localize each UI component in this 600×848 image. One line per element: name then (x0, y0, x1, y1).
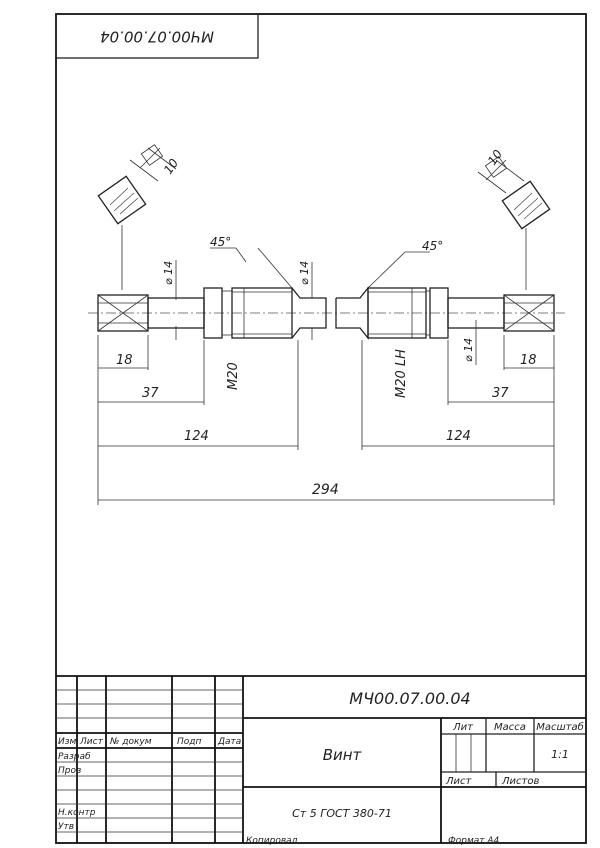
dim-diam-left: ⌀ 14 (162, 261, 175, 285)
dim-thread-left: M20 (226, 362, 241, 390)
title-block (56, 675, 586, 843)
dim-124-left: 124 (184, 429, 209, 444)
left-collar (203, 287, 223, 339)
dim-18-right: 18 (520, 353, 537, 368)
material: Ст 5 ГОСТ 380-71 (292, 807, 392, 820)
right-square-end (503, 294, 555, 332)
row-utv: Утв (58, 822, 74, 832)
copied-label: Копировал (246, 836, 298, 846)
row-nkontr: Н.контр (58, 808, 96, 818)
dim-chamfer-left: 45° (210, 235, 231, 249)
dim-square-left: 10 (161, 156, 181, 177)
col-scale: Масштаб (536, 721, 584, 733)
col-lit: Лит (452, 722, 474, 733)
right-section-view (477, 156, 551, 290)
format-label: Формат А4 (448, 836, 500, 846)
part-name: Винт (323, 746, 363, 764)
header-date: Дата (217, 737, 241, 747)
col-mass: Масса (494, 722, 526, 733)
sheets-label: Листов (501, 776, 539, 787)
designation: МЧ00.07.00.04 (349, 689, 470, 708)
row-razrab: Разраб (58, 752, 91, 762)
row-prov: Пров (58, 766, 81, 776)
dim-18-left: 18 (116, 353, 133, 368)
header-list: Лист (79, 737, 104, 747)
dimension-lines (97, 260, 555, 505)
dim-thread-right: M20 LH (394, 349, 409, 398)
header-izm: Изм (58, 737, 77, 747)
right-thread (367, 287, 427, 339)
left-thread (231, 287, 293, 339)
top-stamp-box (55, 13, 259, 59)
dim-124-right: 124 (446, 429, 471, 444)
dim-37-right: 37 (492, 386, 509, 401)
right-screw-half (335, 156, 555, 340)
top-stamp-text: МЧ00.07.00.04 (100, 28, 214, 46)
dim-diam-center: ⌀ 14 (298, 261, 311, 285)
outer-frame (55, 13, 587, 844)
left-section-view (97, 144, 177, 290)
scale-value: 1:1 (551, 748, 569, 761)
header-sign: Подп (177, 737, 201, 747)
header-doc: № докум (109, 737, 152, 747)
sheet-label: Лист (445, 776, 473, 787)
dim-294: 294 (312, 482, 339, 498)
dim-diam-right: ⌀ 14 (462, 338, 475, 362)
dim-37-left: 37 (142, 386, 159, 401)
dim-chamfer-right: 45° (422, 239, 443, 253)
